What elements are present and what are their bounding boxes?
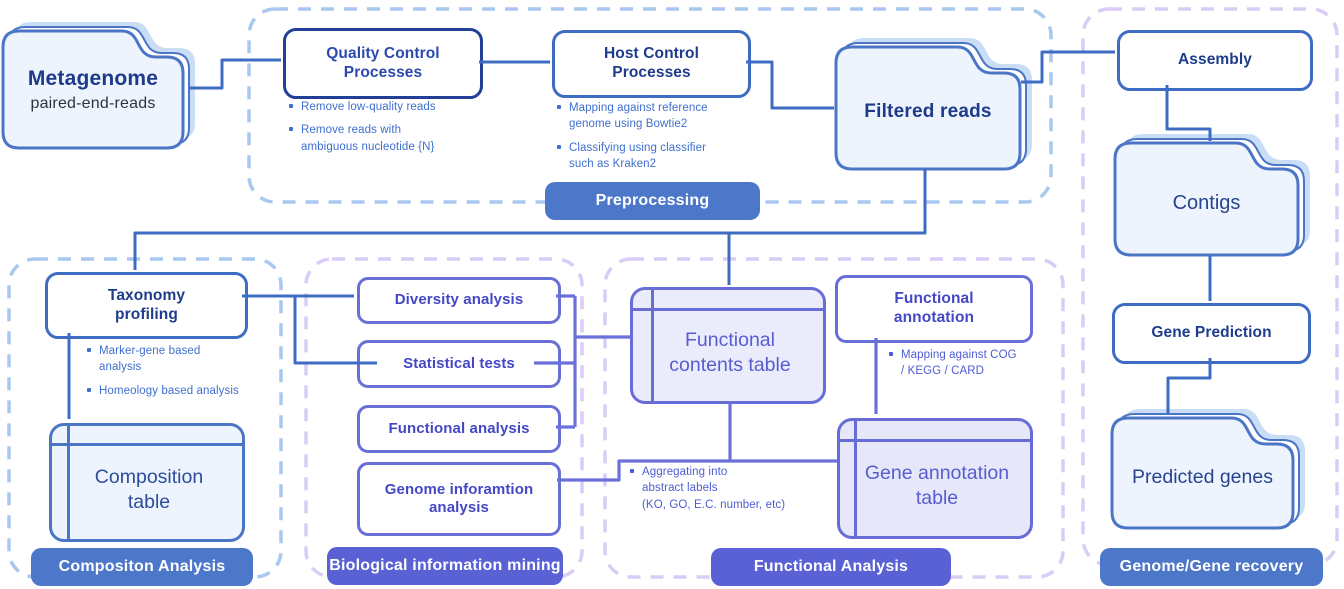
taxonomy-profiling-box: Taxonomy profiling: [45, 272, 248, 339]
quality-control-bullets: Remove low-quality reads Remove reads wi…: [288, 99, 463, 162]
note-line: abstract labels: [642, 482, 718, 495]
table-column-line: [651, 290, 654, 401]
genome-gene-recovery-badge: Genome/Gene recovery: [1100, 548, 1323, 586]
note-line: Aggregating into: [642, 466, 728, 478]
gene-annotation-table-icon: Gene annotation table: [837, 418, 1033, 539]
host-control-bullets: Mapping against reference genome using B…: [556, 100, 716, 179]
taxonomy-profiling-title: Taxonomy profiling: [107, 286, 186, 323]
contigs-title: Contigs: [1172, 191, 1241, 214]
statistical-tests-box: Statistical tests: [357, 340, 561, 388]
folder-icon: [1110, 409, 1305, 530]
functional-contents-table-icon: Functional contents table: [630, 287, 826, 404]
functional-analysis-title: Functional analysis: [388, 419, 530, 437]
functional-annotation-bullets: Mapping against COG / KEGG / CARD: [888, 347, 1023, 387]
diversity-analysis-box: Diversity analysis: [357, 277, 561, 324]
metagenome-folder: Metagenome paired-end-reads: [1, 22, 195, 150]
gene-prediction-title: Gene Prediction: [1151, 324, 1272, 342]
functional-analysis-badge: Functional Analysis: [711, 548, 951, 586]
bullet-item: Mapping against reference genome using B…: [556, 100, 716, 133]
quality-control-box: Quality Control Processes: [283, 28, 483, 99]
predicted-genes-folder: Predicted genes: [1110, 409, 1305, 530]
bullet-item: Mapping against COG / KEGG / CARD: [888, 347, 1023, 380]
bullet-item: Remove reads with ambiguous nucleotide {…: [288, 122, 441, 155]
note-line: (KO, GO, E.C. number, etc): [642, 498, 786, 511]
folder-icon: [834, 38, 1032, 171]
composition-analysis-badge: Compositon Analysis: [31, 548, 253, 586]
table-header-line: [52, 443, 242, 446]
bullet-item: Homeology based analysis: [86, 383, 264, 399]
contigs-folder: Contigs: [1113, 134, 1310, 257]
predicted-genes-title: Predicted genes: [1132, 465, 1273, 488]
metagenome-title: Metagenome: [27, 66, 159, 90]
functional-section-border: [603, 257, 1065, 579]
functional-annotation-box: Functional annotation: [835, 275, 1033, 343]
preprocessing-section-border: [247, 7, 1053, 204]
folder-icon: [1, 22, 195, 150]
assembly-title: Assembly: [1177, 51, 1253, 69]
assembly-box: Assembly: [1117, 30, 1313, 91]
bullet-item: Aggregating into abstract labels (KO, GO…: [629, 464, 799, 513]
bullet-item: Remove low-quality reads: [288, 99, 463, 115]
functional-contents-table-title: Functional contents table: [669, 329, 791, 376]
mining-section-border: [304, 257, 584, 579]
aggregation-note-bullets: Aggregating into abstract labels (KO, GO…: [629, 464, 799, 520]
table-header-line: [840, 439, 1030, 442]
table-header-line: [633, 308, 823, 311]
functional-analysis-box: Functional analysis: [357, 405, 561, 453]
filtered-reads-title: Filtered reads: [864, 101, 992, 122]
recovery-section-border: [1081, 7, 1339, 567]
statistical-tests-title: Statistical tests: [403, 354, 515, 372]
genome-information-analysis-box: Genome inforamtion analysis: [357, 462, 561, 536]
folder-icon: [1113, 134, 1310, 257]
gene-prediction-box: Gene Prediction: [1112, 303, 1311, 364]
biological-information-mining-badge: Biological information mining: [327, 547, 563, 585]
bullet-item: Marker-gene based analysis: [86, 343, 217, 376]
functional-annotation-title: Functional annotation: [893, 290, 975, 326]
bullet-item: Classifying using classifier such as Kra…: [556, 140, 716, 173]
quality-control-title: Quality Control Processes: [326, 44, 440, 81]
filtered-reads-folder: Filtered reads: [834, 38, 1032, 171]
host-control-title: Host Control Processes: [603, 45, 700, 81]
preprocessing-badge: Preprocessing: [545, 182, 760, 220]
metagenome-subtitle: paired-end-reads: [30, 94, 156, 112]
diversity-analysis-title: Diversity analysis: [394, 291, 524, 309]
host-control-box: Host Control Processes: [552, 30, 751, 98]
composition-table-title: Composition table: [94, 466, 204, 513]
genome-information-analysis-title: Genome inforamtion analysis: [384, 480, 534, 516]
composition-table-icon: Composition table: [49, 423, 245, 542]
table-column-line: [854, 421, 857, 536]
table-column-line: [67, 426, 70, 539]
gene-annotation-table-title: Gene annotation table: [864, 462, 1010, 509]
taxonomy-profiling-bullets: Marker-gene based analysis Homeology bas…: [86, 343, 264, 406]
